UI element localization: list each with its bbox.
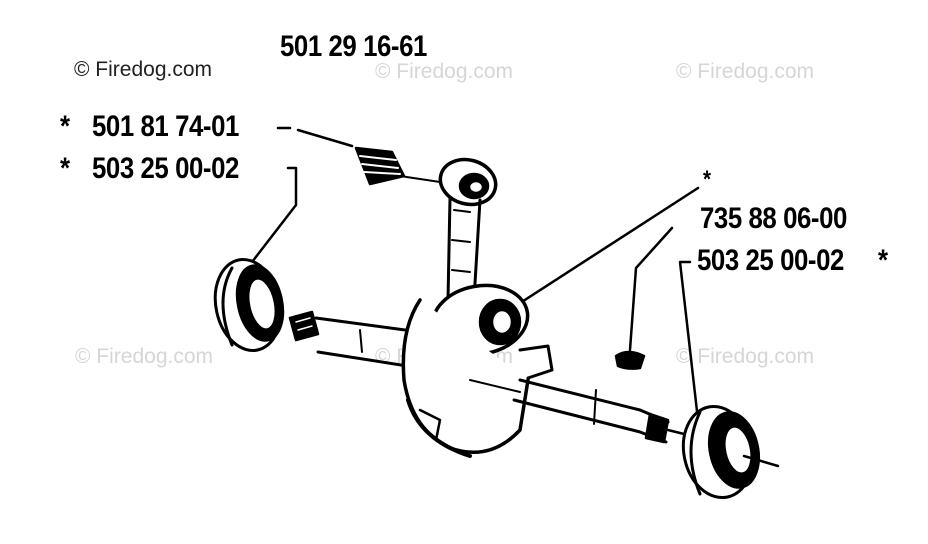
- leader-line-bearing-left: [250, 166, 298, 264]
- bearing-right-part: [681, 404, 780, 500]
- leader-line-connecting-rod: [399, 175, 441, 183]
- watermark: © Firedog.com: [676, 345, 815, 368]
- star-marker: *: [60, 152, 70, 185]
- leader-line-bearing-right: [678, 260, 700, 422]
- watermark: © Firedog.com: [375, 60, 514, 83]
- watermark: © Firedog.com: [75, 345, 214, 368]
- bearing-left-part-number: 503 25 00-02: [92, 152, 239, 185]
- needle-bearing-part: [354, 146, 406, 186]
- leader-line-star: [498, 186, 700, 318]
- key-part-number: 735 88 06-00: [700, 202, 847, 235]
- needle-bearing-part-number: 501 81 74-01: [92, 110, 239, 143]
- star-marker: *: [60, 110, 70, 143]
- assembly-part-number: 501 29 16-61: [280, 30, 427, 63]
- star-marker: *: [703, 166, 711, 193]
- bearing-right-part-number: 503 25 00-02: [697, 244, 844, 277]
- leader-line-needle-bearing: [276, 126, 354, 148]
- key-part: [614, 350, 646, 370]
- bearing-left-part: [213, 258, 285, 352]
- watermark: © Firedog.com: [676, 60, 815, 83]
- star-marker: *: [878, 244, 888, 277]
- leader-line-key: [628, 226, 674, 352]
- copyright-credit: © Firedog.com: [74, 58, 213, 81]
- crankshaft-part: [288, 298, 702, 458]
